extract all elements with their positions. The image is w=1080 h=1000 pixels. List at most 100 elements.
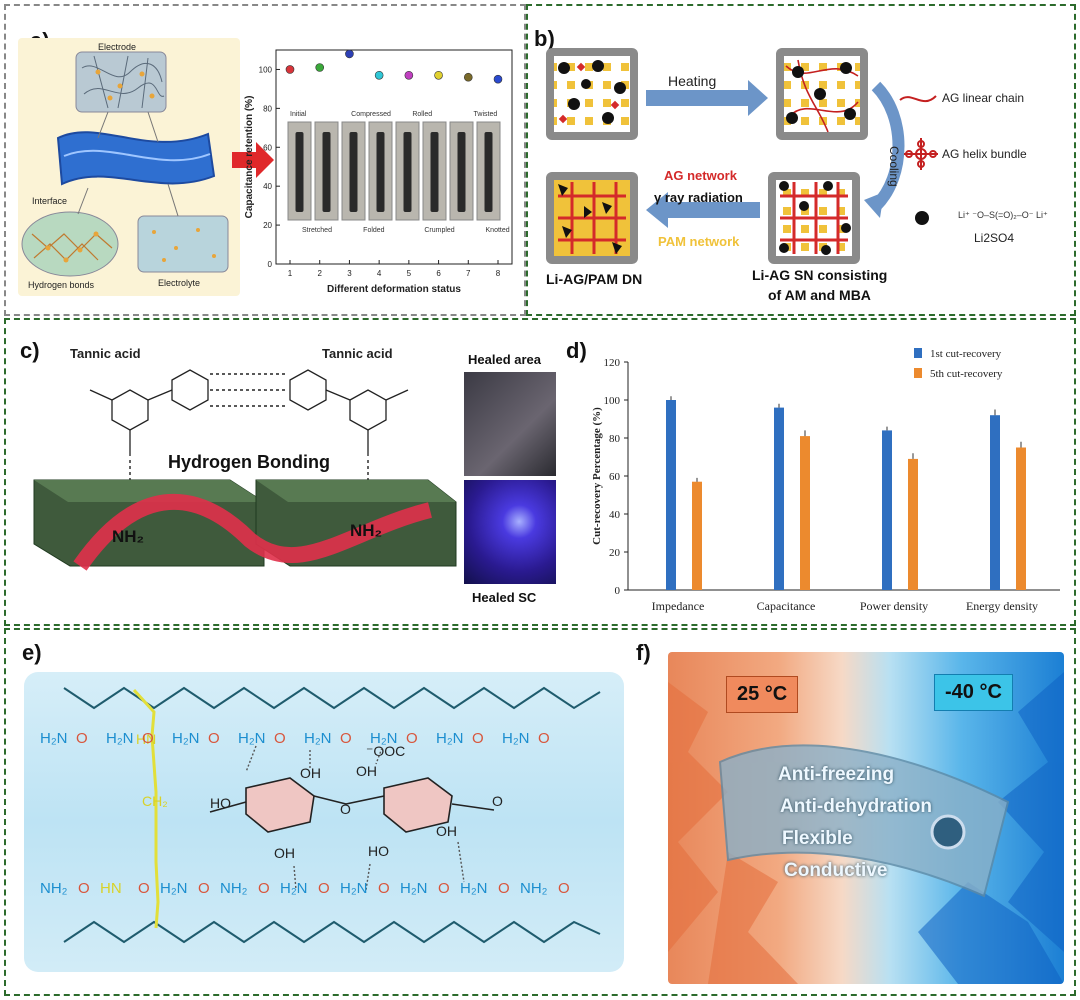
label-carboxylate: ⁻OOC: [366, 743, 405, 759]
label-salt: Li2SO4: [974, 231, 1014, 245]
property-label: Flexible: [782, 828, 853, 849]
panel-a-frame: [4, 4, 526, 316]
panel-c-schematic: Tannic acid Tannic acid Hydrogen Bonding…: [33, 346, 457, 571]
bar: [666, 400, 676, 590]
hydrogen-bonds-image: [21, 211, 119, 277]
amide-label-top: H₂N: [502, 730, 530, 747]
panel-cd-frame: [4, 318, 1076, 626]
y-tick-label: 0: [615, 585, 621, 597]
photo-label-top: Twisted: [474, 111, 498, 118]
top-backbone: [63, 686, 601, 710]
amide-label-top: H₂N: [238, 730, 266, 747]
photo-label-top: Compressed: [351, 111, 391, 118]
panel-b-schematic: Heating Cooling AG network γ ray radiati…: [546, 48, 1048, 303]
legend-swatch: [914, 368, 922, 378]
label-hn-link: HN: [136, 731, 156, 747]
heated-sol-box: [776, 48, 868, 140]
legend-swatch: [914, 348, 922, 358]
amide-label-top: H₂N: [370, 730, 398, 747]
panel-a-schematic: Electrode Interface Hydrogen bonds Elect…: [18, 38, 240, 296]
carbonyl-o-top: O: [274, 730, 286, 747]
x-tick-label: 5: [407, 269, 412, 278]
device-icon: [930, 814, 966, 850]
carbonyl-o-bottom: O: [558, 880, 570, 897]
data-point: [374, 70, 384, 80]
carbonyl-o-bottom: O: [378, 880, 390, 897]
category-label: Impedance: [652, 599, 705, 613]
carbonyl-o-top: O: [538, 730, 550, 747]
svg-text:OH: OH: [300, 765, 321, 781]
data-point: [463, 72, 473, 82]
x-axis-label: Different deformation status: [327, 284, 461, 295]
carbonyl-o-bottom: O: [498, 880, 510, 897]
photo-label-bottom: Folded: [363, 227, 385, 234]
panel-d-label: d): [566, 338, 587, 363]
label-sn-line1: Li-AG SN consisting: [752, 267, 887, 283]
data-point: [434, 70, 443, 80]
y-tick-label: 100: [259, 65, 273, 74]
amide-label-top: H₂N: [436, 730, 464, 747]
amide-label-bottom: H₂N: [160, 880, 188, 897]
red-arrow-icon: [232, 142, 274, 178]
svg-text:OH: OH: [274, 845, 295, 861]
gamma-arrow-icon: [646, 192, 760, 228]
amide-label-bottom: HN: [100, 880, 122, 897]
label-tannic-right: Tannic acid: [322, 346, 393, 361]
deformation-sample: [322, 132, 331, 212]
carbonyl-o-top: O: [472, 730, 484, 747]
carbonyl-o-bottom: O: [438, 880, 450, 897]
helix-bundle-icon: [904, 138, 938, 170]
bar: [1016, 447, 1026, 590]
carbonyl-o-bottom: O: [258, 880, 270, 897]
x-tick-label: 7: [466, 269, 471, 278]
svg-text:OH: OH: [356, 763, 377, 779]
x-tick-label: 3: [347, 269, 352, 278]
x-tick-label: 4: [377, 269, 382, 278]
carbonyl-o-bottom: O: [78, 880, 90, 897]
carbonyl-o-bottom: O: [138, 880, 150, 897]
carbonyl-o-bottom: O: [318, 880, 330, 897]
photo-label-top: Initial: [290, 111, 307, 118]
bar: [908, 458, 918, 590]
label-electrolyte: Electrolyte: [158, 278, 200, 288]
mba-crosslinker: [132, 688, 160, 929]
amide-label-top: H₂N: [304, 730, 332, 747]
y-tick-label: 0: [268, 260, 273, 269]
label-healed-area: Healed area: [468, 352, 541, 367]
amide-label-bottom: H₂N: [460, 880, 488, 897]
x-tick-label: 6: [436, 269, 441, 278]
category-label: Power density: [860, 599, 928, 613]
linear-chain-icon: [899, 95, 937, 103]
data-point: [345, 49, 354, 59]
li-ion-icon: [915, 211, 929, 225]
amide-label-bottom: H₂N: [340, 880, 368, 897]
label-dn: Li-AG/PAM DN: [546, 271, 642, 287]
amide-label-bottom: H₂N: [280, 880, 308, 897]
data-point: [285, 65, 295, 74]
panel-f-label: f): [636, 640, 651, 665]
bar: [800, 436, 810, 590]
label-ch2: CH₂: [142, 793, 168, 809]
panel-c-label: c): [20, 338, 40, 363]
label-tannic-left: Tannic acid: [70, 346, 141, 361]
deformation-sample: [484, 132, 493, 212]
carbonyl-o-bottom: O: [198, 880, 210, 897]
carbonyl-o-top: O: [340, 730, 352, 747]
bar: [774, 407, 784, 590]
deformation-sample: [430, 132, 439, 212]
amide-label-top: H₂N: [172, 730, 200, 747]
bar: [882, 430, 892, 590]
panel-e-label: e): [22, 640, 42, 665]
y-tick-label: 40: [263, 182, 272, 191]
photo-label-bottom: Crumpled: [424, 227, 454, 234]
heating-arrow-icon: [646, 80, 768, 116]
label-electrode: Electrode: [98, 42, 136, 52]
label-gamma: γ ray radiation: [654, 190, 743, 205]
y-tick-label: 60: [263, 143, 272, 152]
amide-label-bottom: NH₂: [520, 880, 548, 897]
y-tick-label: 100: [604, 395, 621, 407]
dn-box: [546, 172, 638, 264]
